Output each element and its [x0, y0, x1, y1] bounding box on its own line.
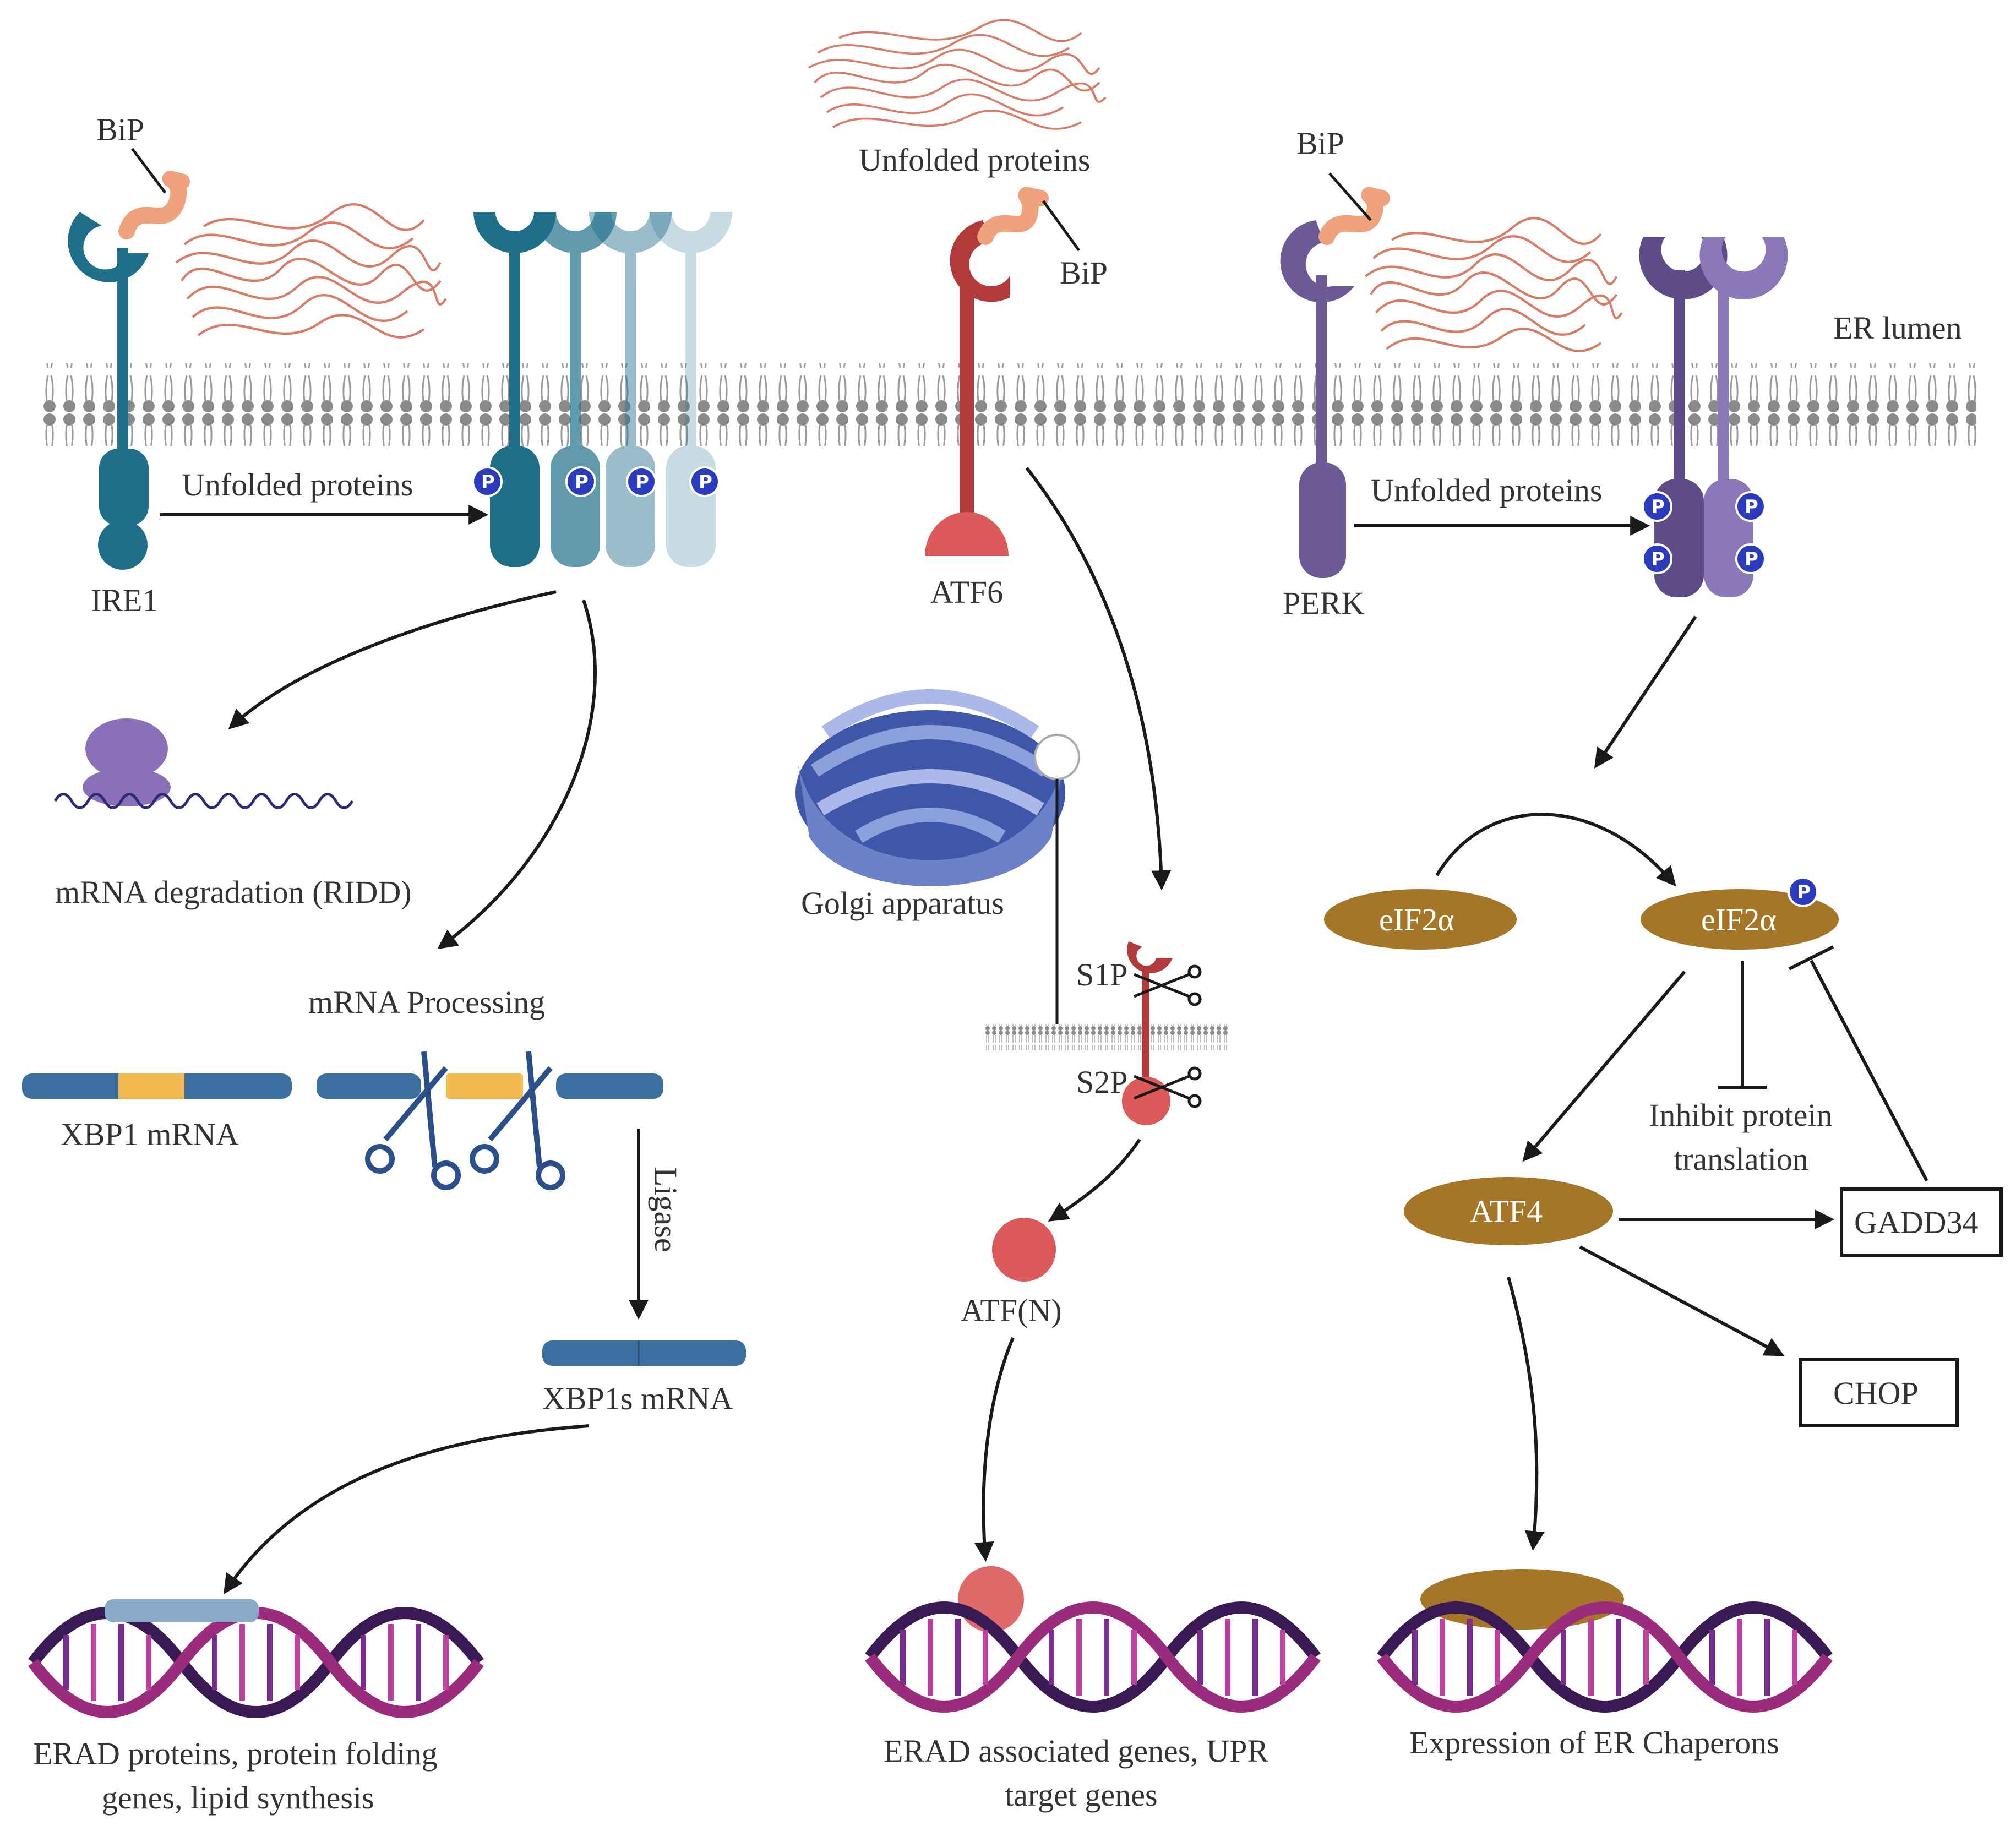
er-membrane: [39, 363, 1976, 446]
s1p-label: S1P: [1076, 957, 1128, 993]
phospho-badge: P: [1735, 543, 1766, 574]
unfolded-proteins-ire1: [176, 204, 446, 337]
unfolded-proteins-top-label: Unfolded proteins: [859, 142, 1090, 178]
xbp1s-bound: [105, 1599, 259, 1622]
atf4-label: ATF4: [1470, 1194, 1543, 1229]
ribosome-rna: [53, 718, 354, 809]
eif2a-p-node: [1641, 889, 1839, 950]
bip-perk: [1318, 187, 1390, 245]
inhibit-line2: translation: [1674, 1141, 1808, 1177]
eif2a-label: eIF2α: [1379, 902, 1454, 938]
unfolded-ire1-label: Unfolded proteins: [182, 467, 413, 503]
phospho-badge: P: [1735, 491, 1766, 522]
chop-box: [1799, 1358, 1959, 1427]
dna-atf6: [870, 1607, 1316, 1707]
atf6-protein: [925, 220, 1010, 556]
bip-atf6-label: BiP: [1060, 255, 1108, 291]
golgi-label: Golgi apparatus: [801, 885, 1004, 921]
atf6-output-line2: target genes: [1005, 1777, 1158, 1813]
eif2a-p-label: eIF2α: [1701, 902, 1777, 938]
arrow-atf4-to-dna: [1507, 1277, 1545, 1551]
perk-monomer: [1280, 220, 1354, 578]
gadd34-feedback-line: [1810, 960, 1928, 1182]
mrna-processing-label: mRNA Processing: [308, 984, 545, 1020]
xbp1s-mrna-label: XBP1s mRNA: [542, 1381, 733, 1416]
phospho-badge: P: [565, 466, 596, 497]
svg-text:P: P: [1745, 548, 1758, 570]
arrow-ridd: [228, 590, 557, 729]
arrow-atf6-to-atfn: [1048, 1138, 1141, 1222]
ligase-label: Ligase: [648, 1167, 684, 1252]
chop-label: CHOP: [1833, 1375, 1919, 1411]
gadd34-feedback-bar: [1788, 945, 1834, 971]
er-lumen-label: ER lumen: [1833, 310, 1962, 346]
scissors-icon: [470, 1051, 565, 1190]
scissors-icon: [365, 1051, 461, 1190]
arrow-eif2a-to-atf4: [1522, 971, 1686, 1162]
inhibit-line1: Inhibit protein: [1649, 1097, 1832, 1133]
bip-ire1-label: BiP: [96, 112, 144, 148]
xbp1-mrna-label: XBP1 mRNA: [61, 1116, 239, 1152]
perk-output-label: Expression of ER Chaperons: [1409, 1725, 1779, 1761]
ire1-output-line2: genes, lipid synthesis: [102, 1780, 374, 1816]
s2p-label: S2P: [1076, 1064, 1128, 1100]
bip-perk-label: BiP: [1296, 126, 1344, 161]
arrow-atf6-to-golgi: [1025, 467, 1172, 891]
arrow-mrna-processing: [437, 600, 597, 950]
dna-ire1: [33, 1613, 479, 1712]
phospho-badge: P: [472, 466, 503, 497]
unfolded-proteins-top: [809, 20, 1105, 129]
unfolded-proteins-perk: [1366, 218, 1622, 351]
gadd34-box: [1840, 1187, 2003, 1257]
unfolded-perk-label: Unfolded proteins: [1371, 472, 1602, 508]
golgi-membrane: [985, 1024, 1228, 1050]
arrow-perk-to-eif2a: [1594, 615, 1697, 769]
atfn-label: ATF(N): [961, 1293, 1062, 1328]
svg-text:P: P: [575, 471, 589, 493]
phospho-badge: P: [1642, 491, 1672, 522]
arrow-atf4-to-chop: [1579, 1245, 1785, 1356]
atf4-node: [1404, 1177, 1613, 1245]
xbp1s-mrna: [542, 1340, 746, 1366]
ire1-label: IRE1: [91, 582, 158, 618]
ire1-monomer: [68, 212, 149, 570]
scissors-icon: [1134, 1066, 1202, 1108]
phospho-badge: P: [1642, 543, 1672, 574]
perk-label: PERK: [1283, 585, 1364, 621]
svg-text:P: P: [1797, 881, 1811, 903]
atf6-output-line1: ERAD associated genes, UPR: [884, 1733, 1268, 1769]
svg-text:P: P: [1745, 496, 1758, 518]
atf6-label: ATF6: [930, 574, 1003, 610]
phospho-badge: P: [1788, 876, 1818, 907]
arrow-eif2a-phospho: [1435, 813, 1676, 887]
bip-atf6: [977, 187, 1049, 245]
svg-text:P: P: [635, 471, 649, 493]
xbp1-mrna: [22, 1073, 292, 1099]
gadd34-label: GADD34: [1854, 1205, 1979, 1240]
svg-text:P: P: [1651, 496, 1665, 518]
svg-text:P: P: [481, 471, 495, 493]
phospho-badge: P: [689, 466, 720, 497]
svg-text:P: P: [1651, 548, 1665, 570]
mrna-cut: [317, 1073, 663, 1099]
eif2a-node: [1324, 889, 1517, 950]
phospho-badge: P: [626, 466, 657, 497]
scissors-icon: [1134, 964, 1202, 1006]
ridd-label: mRNA degradation (RIDD): [55, 874, 412, 910]
svg-text:P: P: [699, 471, 712, 493]
arrow-xbp1s-to-genes: [224, 1424, 590, 1594]
dna-perk: [1382, 1607, 1828, 1707]
ire1-output-line1: ERAD proteins, protein folding: [33, 1736, 438, 1772]
arrow-atfn-to-dna: [974, 1337, 1015, 1562]
atfn-fragment: [992, 1218, 1056, 1282]
bip-ire1: [118, 170, 190, 239]
golgi-icon: [795, 689, 1080, 886]
